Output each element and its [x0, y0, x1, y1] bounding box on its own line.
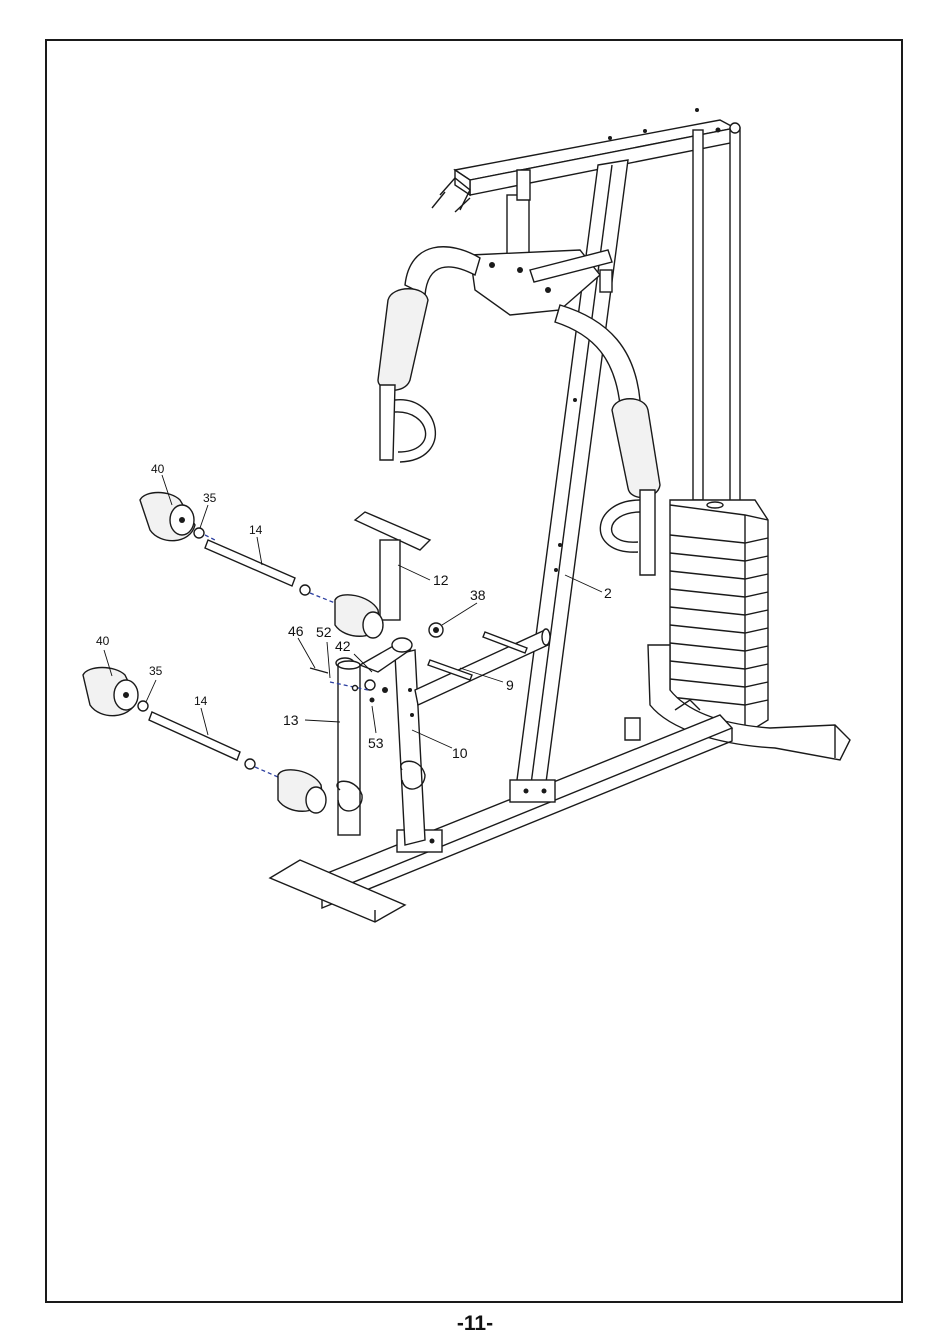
- label-part-14-top: 14: [249, 523, 263, 537]
- label-part-10: 10: [452, 745, 468, 761]
- upper-roller-assembly: [140, 493, 383, 639]
- label-part-40-bottom: 40: [96, 634, 110, 648]
- press-arm: [378, 247, 660, 575]
- page-number: -11-: [0, 1312, 950, 1336]
- label-part-13: 13: [283, 712, 299, 728]
- label-part-38: 38: [470, 587, 486, 603]
- lower-roller-assembly: [83, 668, 375, 814]
- label-part-14-bottom: 14: [194, 694, 208, 708]
- label-part-35-bottom: 35: [149, 664, 163, 678]
- label-part-52: 52: [316, 624, 332, 640]
- guide-rods: [693, 123, 740, 508]
- label-part-40-top: 40: [151, 462, 165, 476]
- label-part-42: 42: [335, 638, 351, 654]
- label-part-53: 53: [368, 735, 384, 751]
- label-part-2: 2: [604, 585, 612, 601]
- label-part-46: 46: [288, 623, 304, 639]
- label-part-35-top: 35: [203, 491, 217, 505]
- label-part-12: 12: [433, 572, 449, 588]
- leg-lever: [337, 661, 362, 835]
- weight-stack: [670, 500, 768, 728]
- label-part-9: 9: [506, 677, 514, 693]
- leg-upright: [395, 650, 425, 845]
